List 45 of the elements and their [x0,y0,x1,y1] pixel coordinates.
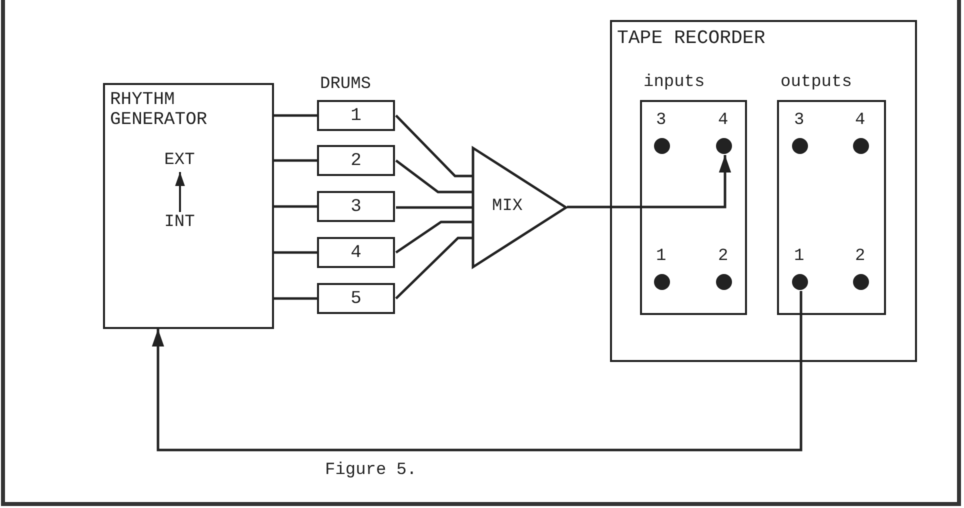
drum-box: 2 [317,145,395,176]
connector-line [395,236,472,300]
jack-socket [792,274,808,290]
jack-number: 4 [855,112,866,131]
jack-socket [853,138,869,154]
jack-number: 3 [794,112,804,131]
jack-socket [716,138,732,154]
jack-number: 3 [656,112,666,131]
arrow [175,172,185,212]
jack-number: 2 [718,248,728,267]
jack-number: 4 [718,112,728,131]
connector-line [396,206,472,209]
jack-socket [654,274,670,290]
connector-line [395,220,472,254]
connector-line [274,114,317,117]
drum-box: 4 [317,237,395,268]
jack-number: 1 [656,248,666,267]
figure-caption: Figure 5. [325,462,417,481]
group-label: DRUMS [320,76,372,95]
drum-box: 5 [317,283,395,314]
switch-label: EXT [160,150,200,172]
connector-line [274,297,317,300]
box-title: TAPE RECORDER [617,28,766,49]
panel-heading: inputs [644,74,705,92]
jack-socket [792,138,808,154]
connector-line [395,160,472,194]
connector-line [274,205,317,208]
panel-heading: outputs [780,74,852,92]
connector-line [274,159,317,162]
box-title: RHYTHM GENERATOR [110,91,208,131]
arrow [567,155,732,208]
jack-socket [716,274,732,290]
connector-line [395,114,472,178]
recorder-box [610,20,917,362]
jack-socket [654,138,670,154]
drum-box: 1 [317,100,395,131]
jack-socket [853,274,869,290]
mixer-label: MIX [492,198,523,216]
jack-number: 1 [794,248,804,267]
drum-box: 3 [317,191,395,222]
generator-box [103,83,274,329]
connector-line [274,251,317,254]
arrow [152,291,802,452]
jack-number: 2 [855,248,866,267]
switch-label: INT [160,212,200,234]
